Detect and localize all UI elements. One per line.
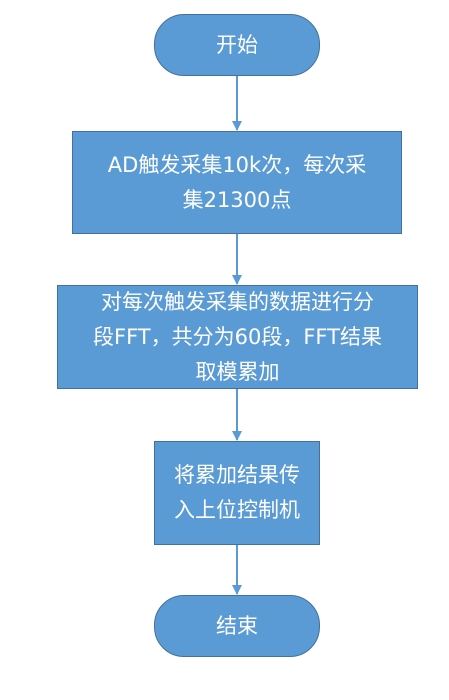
end-node-label: 结束 [216, 613, 258, 638]
process-node-fft-label: 对每次触发采集的数据进行分 段FFT，共分为60段，FFT结果 取模累加 [93, 289, 382, 384]
start-node-label: 开始 [216, 32, 258, 57]
process-node-acquisition: AD触发采集10k次，每次采 集21300点 [72, 131, 402, 234]
process-node-acquisition-label: AD触发采集10k次，每次采 集21300点 [107, 152, 367, 212]
end-node: 结束 [154, 595, 320, 657]
process-node-transfer: 将累加结果传 入上位控制机 [154, 441, 320, 545]
start-node: 开始 [154, 14, 320, 76]
process-node-fft: 对每次触发采集的数据进行分 段FFT，共分为60段，FFT结果 取模累加 [57, 285, 418, 389]
process-node-transfer-label: 将累加结果传 入上位控制机 [174, 463, 300, 522]
